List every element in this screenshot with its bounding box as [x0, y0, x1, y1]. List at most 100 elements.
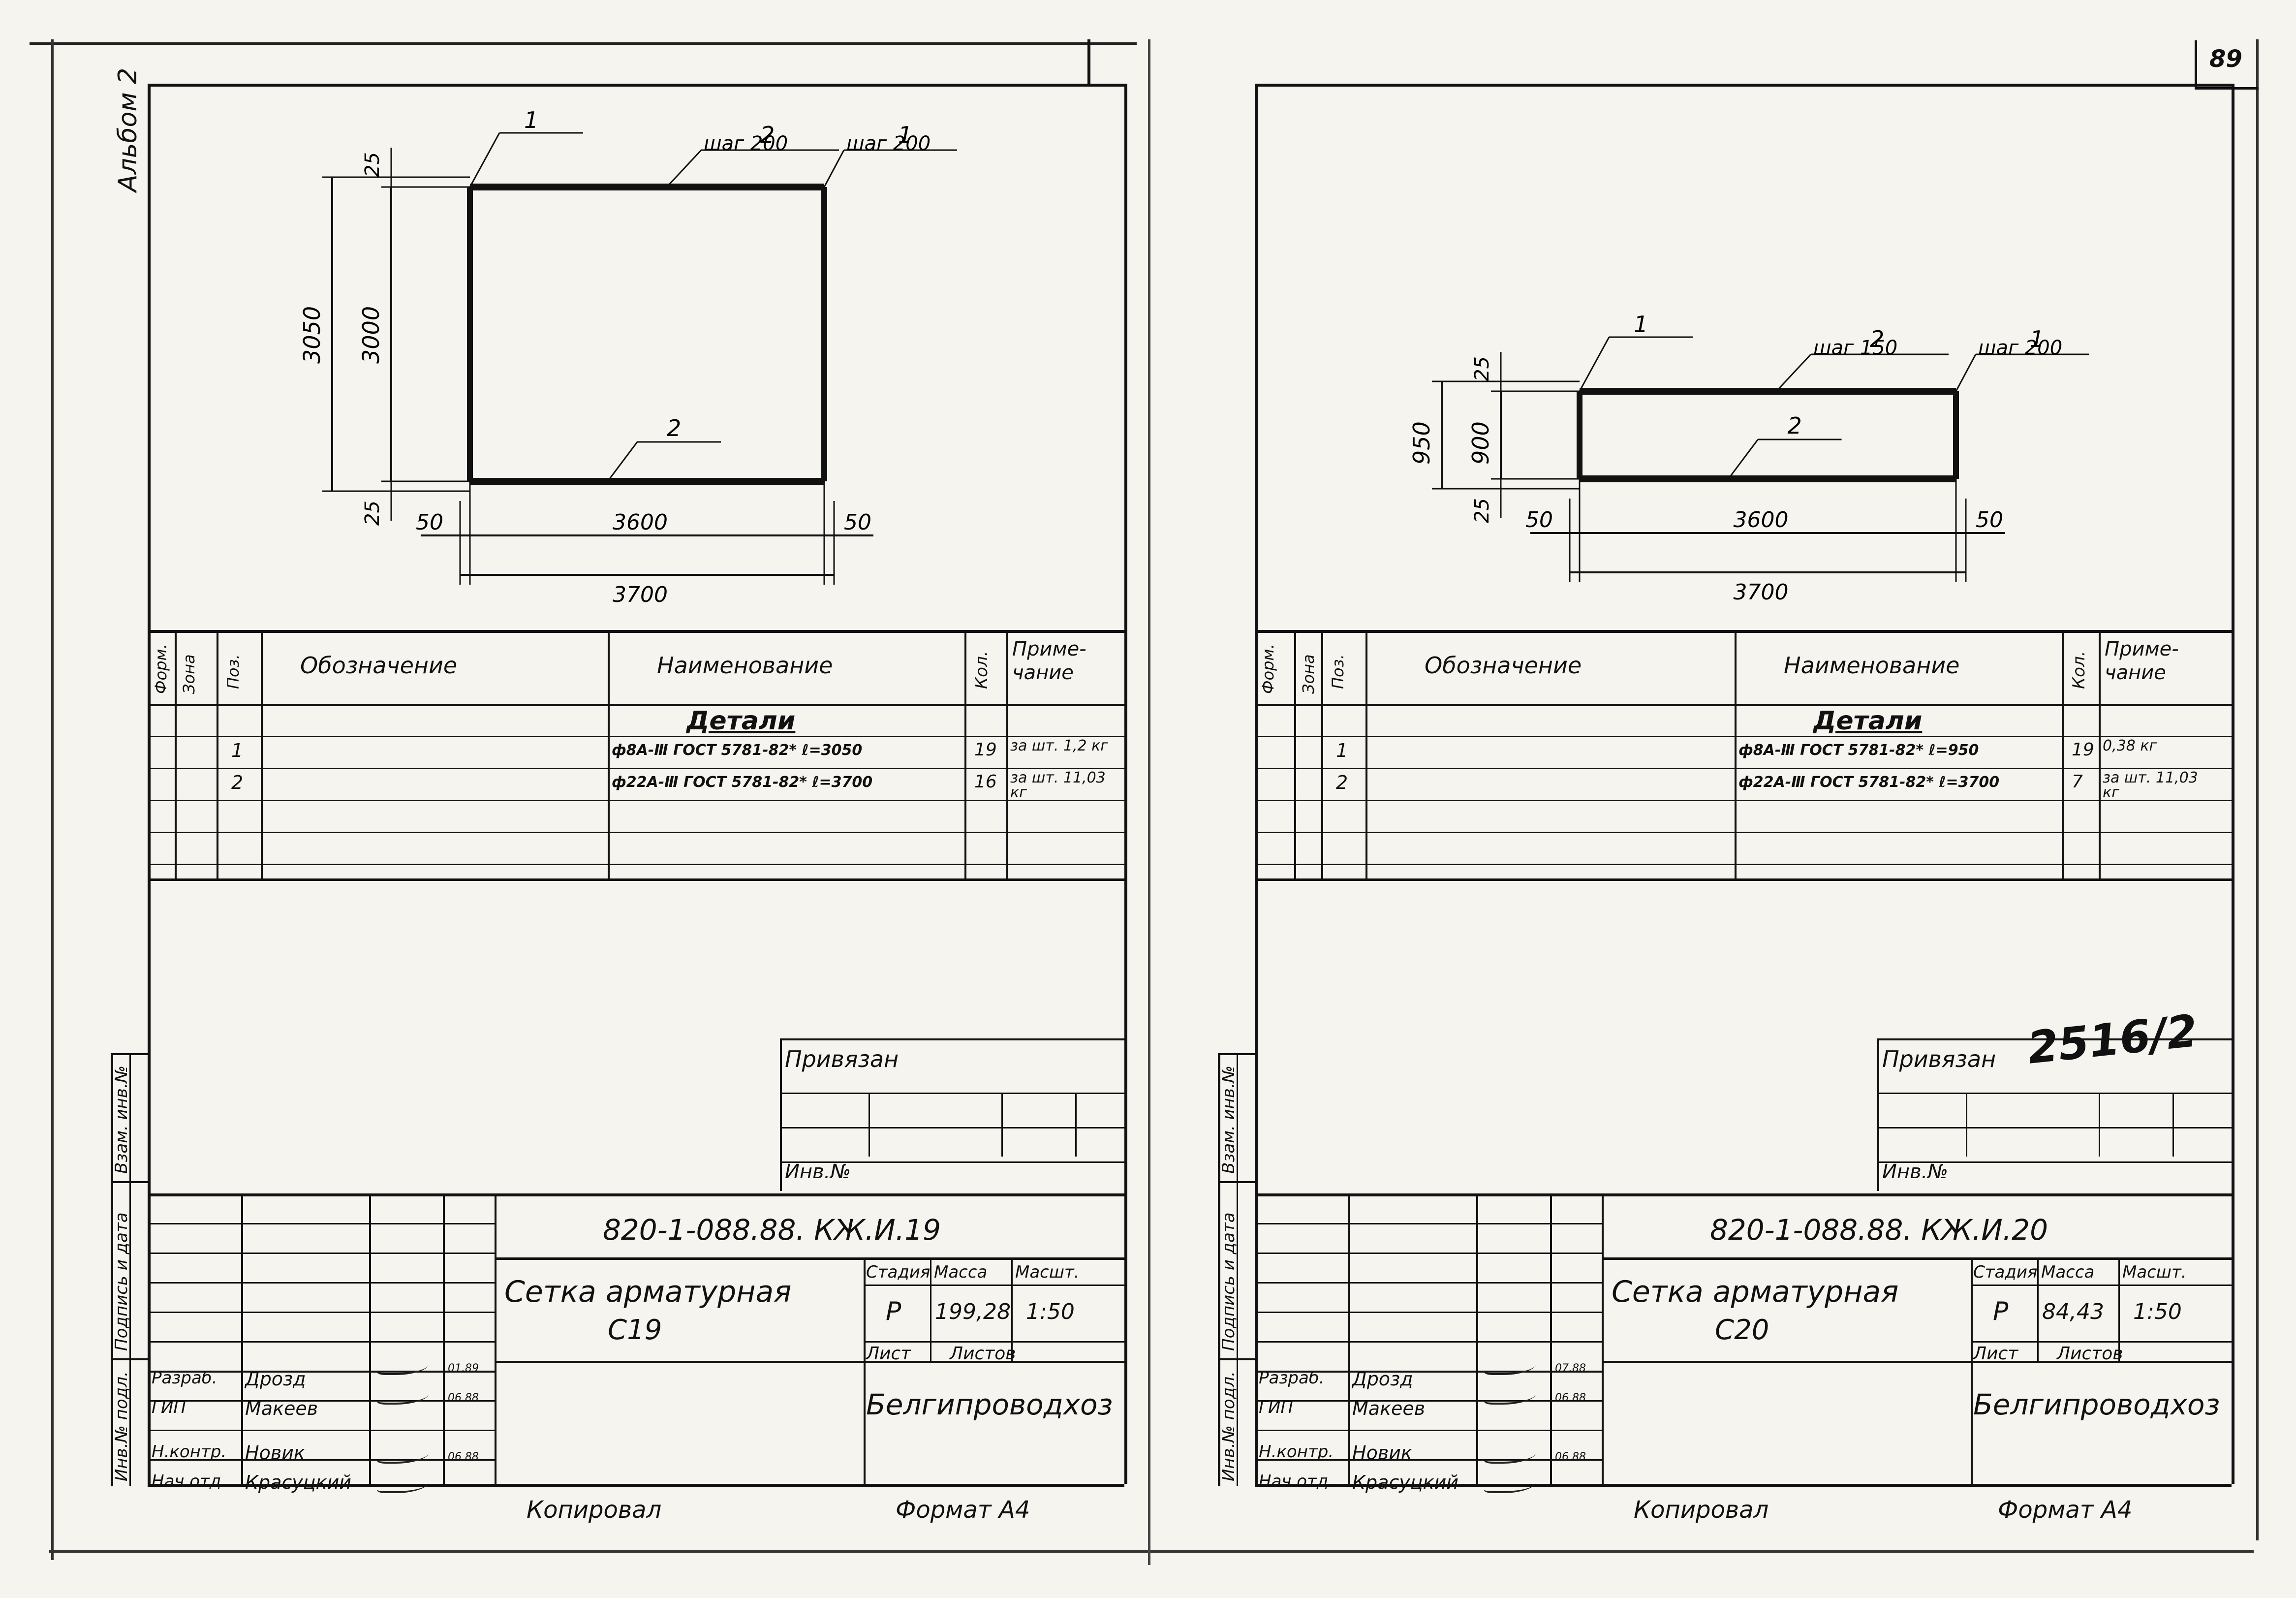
stage-header-row: [1971, 1285, 2232, 1286]
leader-step1-label: шаг 200: [846, 132, 931, 155]
signature-scribble: [1483, 1476, 1539, 1493]
spec-row-line: [148, 768, 1124, 769]
titleblock-left-col: [1550, 1193, 1552, 1484]
scale-label: Масшт.: [2122, 1262, 2187, 1282]
stage-col: [2118, 1257, 2120, 1361]
spec-row-name: ф22А-Ⅲ ГОСТ 5781-82* ℓ=3700: [612, 774, 873, 791]
leader-step2-label: шаг 150: [1813, 337, 1897, 359]
frame-right: [1124, 84, 1127, 1484]
mass-label: Масса: [2041, 1262, 2095, 1282]
spec-row-qty: 16: [974, 772, 997, 792]
dim-top-offset-label: 25: [361, 152, 384, 177]
spec-header-qty: Кол.: [972, 651, 992, 689]
titleblock-top: [148, 1193, 1124, 1196]
spec-col-line: [964, 630, 966, 878]
spec-col-line: [2099, 630, 2101, 878]
stage-col: [930, 1257, 931, 1361]
spec-row-name: ф8А-Ⅲ ГОСТ 5781-82* ℓ=950: [1738, 742, 1979, 759]
sheet-label: Лист: [866, 1344, 911, 1364]
spec-col-line: [2062, 630, 2064, 878]
mass-label: Масса: [934, 1262, 988, 1282]
spec-row-line: [148, 800, 1124, 801]
stage-col: [2037, 1257, 2039, 1361]
privyazan-top: [1877, 1038, 2232, 1040]
dim-total-width-label: 3700: [613, 582, 668, 607]
spec-header-pos: Поз.: [1329, 654, 1347, 689]
leader-pos1b-label: 1: [898, 122, 912, 148]
titleblock-left-row: [1255, 1400, 1602, 1402]
spec-header-designation: Обозначение: [300, 652, 458, 679]
frame-right: [2232, 84, 2234, 1484]
titleblock-role: Н.контр.: [152, 1442, 227, 1462]
spec-row-line: [148, 736, 1124, 737]
signature-scribble: [375, 1447, 432, 1464]
privyazan-col: [2172, 1093, 2174, 1157]
titleblock-left-col: [443, 1193, 445, 1484]
privyazan-col: [1001, 1093, 1003, 1157]
titleblock-left-row: [1255, 1253, 1602, 1254]
titleblock-top: [1255, 1193, 2232, 1196]
titleblock-date: 06.88: [1555, 1392, 1586, 1404]
spec-bottom-border: [1255, 878, 2232, 881]
scale-label: Масшт.: [1015, 1262, 1080, 1282]
spec-col-line: [1365, 630, 1367, 878]
titleblock-left-col: [495, 1193, 496, 1484]
titleblock-left-row: [1255, 1223, 1602, 1224]
titleblock-role: Нач.отд.: [152, 1472, 227, 1491]
leader-pos1b: [823, 150, 845, 188]
side-strip-row: [1218, 1358, 1255, 1360]
spec-row-note: за шт. 11,03 кг: [2103, 769, 2198, 801]
dim-inner-height-label: 3000: [358, 306, 384, 364]
spec-col-line: [217, 630, 218, 878]
leader-pos2b: [607, 441, 638, 482]
titleblock-left-col: [369, 1193, 371, 1484]
privyazan-label: Привязан: [1882, 1046, 1996, 1072]
titleblock-role: Разраб.: [1259, 1368, 1325, 1388]
leader-pos2: [666, 149, 702, 188]
titleblock-col: [864, 1257, 866, 1484]
titleblock-role: ГИП: [1259, 1398, 1293, 1417]
dim-left-offset-label: 50: [416, 510, 443, 535]
privyazan-label: Привязан: [785, 1046, 899, 1072]
scan-right-edge: [2256, 39, 2259, 1540]
sheets-label: Листов: [2057, 1344, 2123, 1364]
spec-row-name: ф22А-Ⅲ ГОСТ 5781-82* ℓ=3700: [1738, 774, 2000, 791]
scan-bottom-line: [49, 1550, 2254, 1553]
titleblock-title-row: [1602, 1361, 2232, 1363]
leader-pos1b: [1955, 354, 1977, 392]
frame-bottom: [148, 1484, 1124, 1487]
titleblock-name: Красуцкий: [1352, 1472, 1458, 1493]
spec-row-pos: 1: [1336, 740, 1348, 761]
titleblock-left-row: [148, 1430, 495, 1431]
spec-row-note: 0,38 кг: [2103, 737, 2157, 754]
privyazan-row: [780, 1127, 1124, 1128]
spec-header-bottom: [1255, 704, 2232, 706]
spec-col-line: [1735, 630, 1737, 878]
side-strip-row: [111, 1181, 148, 1183]
scan-top-line: [30, 42, 1137, 45]
titleblock-code-row: [1602, 1257, 2232, 1260]
titleblock-left-row: [1255, 1459, 1602, 1461]
titleblock-left-col: [1348, 1193, 1350, 1484]
spec-header-qty: Кол.: [2069, 651, 2089, 689]
titleblock-date: 06.88: [448, 1451, 479, 1463]
titleblock-name: Новик: [1352, 1442, 1412, 1464]
dim-bottom-offset-label: 25: [361, 501, 384, 526]
privyazan-row: [1877, 1093, 2232, 1094]
spec-row-note: за шт. 11,03 кг: [1010, 769, 1106, 801]
spec-header-zone: Зона: [1299, 654, 1318, 694]
spec-row-qty: 19: [974, 740, 997, 760]
spec-col-line: [1294, 630, 1296, 878]
archive-stamp: 2516/2: [2025, 1005, 2200, 1074]
copied-label-right: Копировал: [1634, 1496, 1769, 1524]
mass-value: 84,43: [2042, 1299, 2104, 1324]
side-label-vzam-inv: Взам. инв.№: [1219, 1065, 1239, 1174]
side-label-inv-podl: Инв.№ подл.: [112, 1371, 131, 1481]
leader-pos2b: [1728, 439, 1759, 479]
dim-inner-height-label: 900: [1467, 421, 1494, 465]
privyazan-top: [780, 1038, 1124, 1040]
spec-row-qty: 7: [2072, 772, 2083, 792]
titleblock-name: Макеев: [245, 1398, 318, 1419]
leader-pos2b-label: 2: [1788, 412, 1802, 439]
signature-scribble: [375, 1476, 432, 1493]
